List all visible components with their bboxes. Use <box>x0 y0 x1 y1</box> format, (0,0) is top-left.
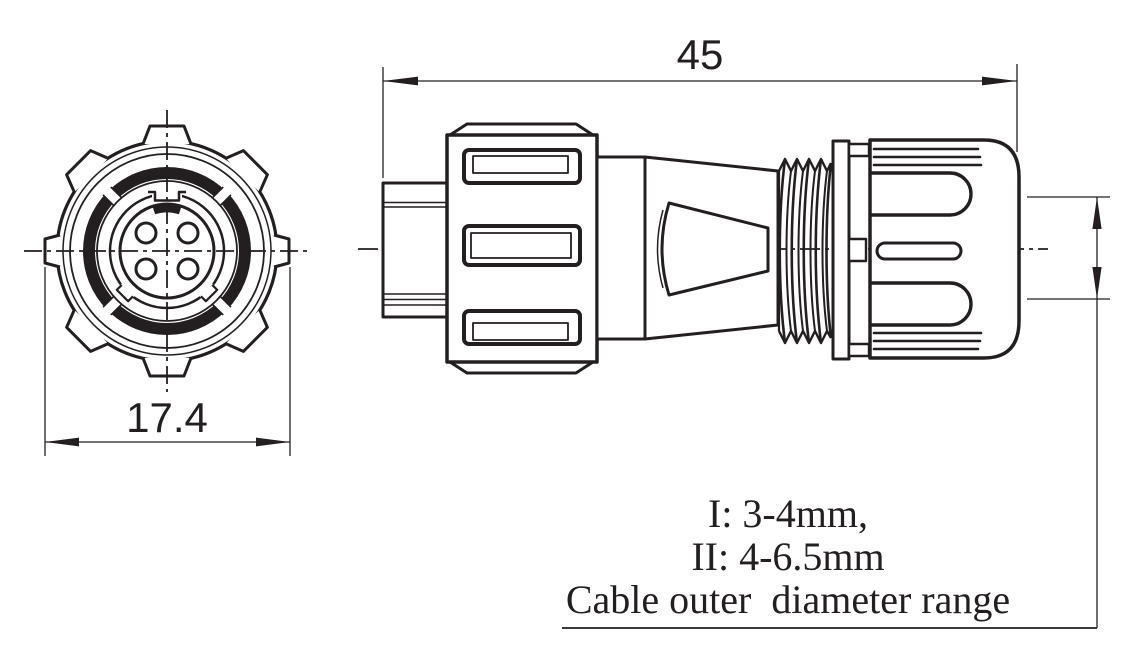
note-line-1: I: 3-4mm, <box>708 491 868 536</box>
note-line-3: Cable outer diameter range <box>566 577 1010 622</box>
dimension-overall-length: 45 <box>382 31 1018 178</box>
gland-finger-slots <box>870 171 973 327</box>
gland-grooves <box>872 147 983 351</box>
nut-grip-slot-top <box>462 148 582 185</box>
side-cable-gland <box>868 138 1021 360</box>
overall-length-value: 45 <box>677 31 724 78</box>
dimension-cable-entry <box>562 196 1110 629</box>
pin-1 <box>134 221 158 245</box>
front-width-value: 17.4 <box>126 394 208 441</box>
cable-range-note: I: 3-4mm, II: 4-6.5mm Cable outer diamet… <box>566 491 1010 622</box>
pin-2 <box>176 221 200 245</box>
side-mating-tip <box>381 181 449 319</box>
inner-cone <box>660 201 770 297</box>
side-body-band <box>595 155 647 341</box>
side-coupling-nut <box>445 122 599 375</box>
dimension-front-width: 17.4 <box>44 267 291 456</box>
arrow-right-icon <box>982 76 1017 86</box>
nut-grip-slot-bottom <box>462 309 582 346</box>
pin-4 <box>176 257 200 281</box>
arrow-up-icon <box>1092 197 1102 229</box>
side-threads <box>777 157 833 345</box>
side-tapered-body <box>643 155 780 341</box>
side-view <box>358 122 1048 375</box>
arrow-left-icon <box>383 76 418 86</box>
note-line-2: II: 4-6.5mm <box>691 534 884 579</box>
front-lugs <box>43 124 291 378</box>
arrow-down-icon <box>1092 267 1102 299</box>
front-view <box>24 110 310 392</box>
front-pins <box>134 221 200 281</box>
front-centerlines <box>24 110 310 392</box>
nut-grip-slot-middle <box>462 224 582 267</box>
side-flange <box>831 139 871 361</box>
arrow-right-icon <box>256 437 290 447</box>
arrow-left-icon <box>45 437 79 447</box>
pin-3 <box>134 257 158 281</box>
